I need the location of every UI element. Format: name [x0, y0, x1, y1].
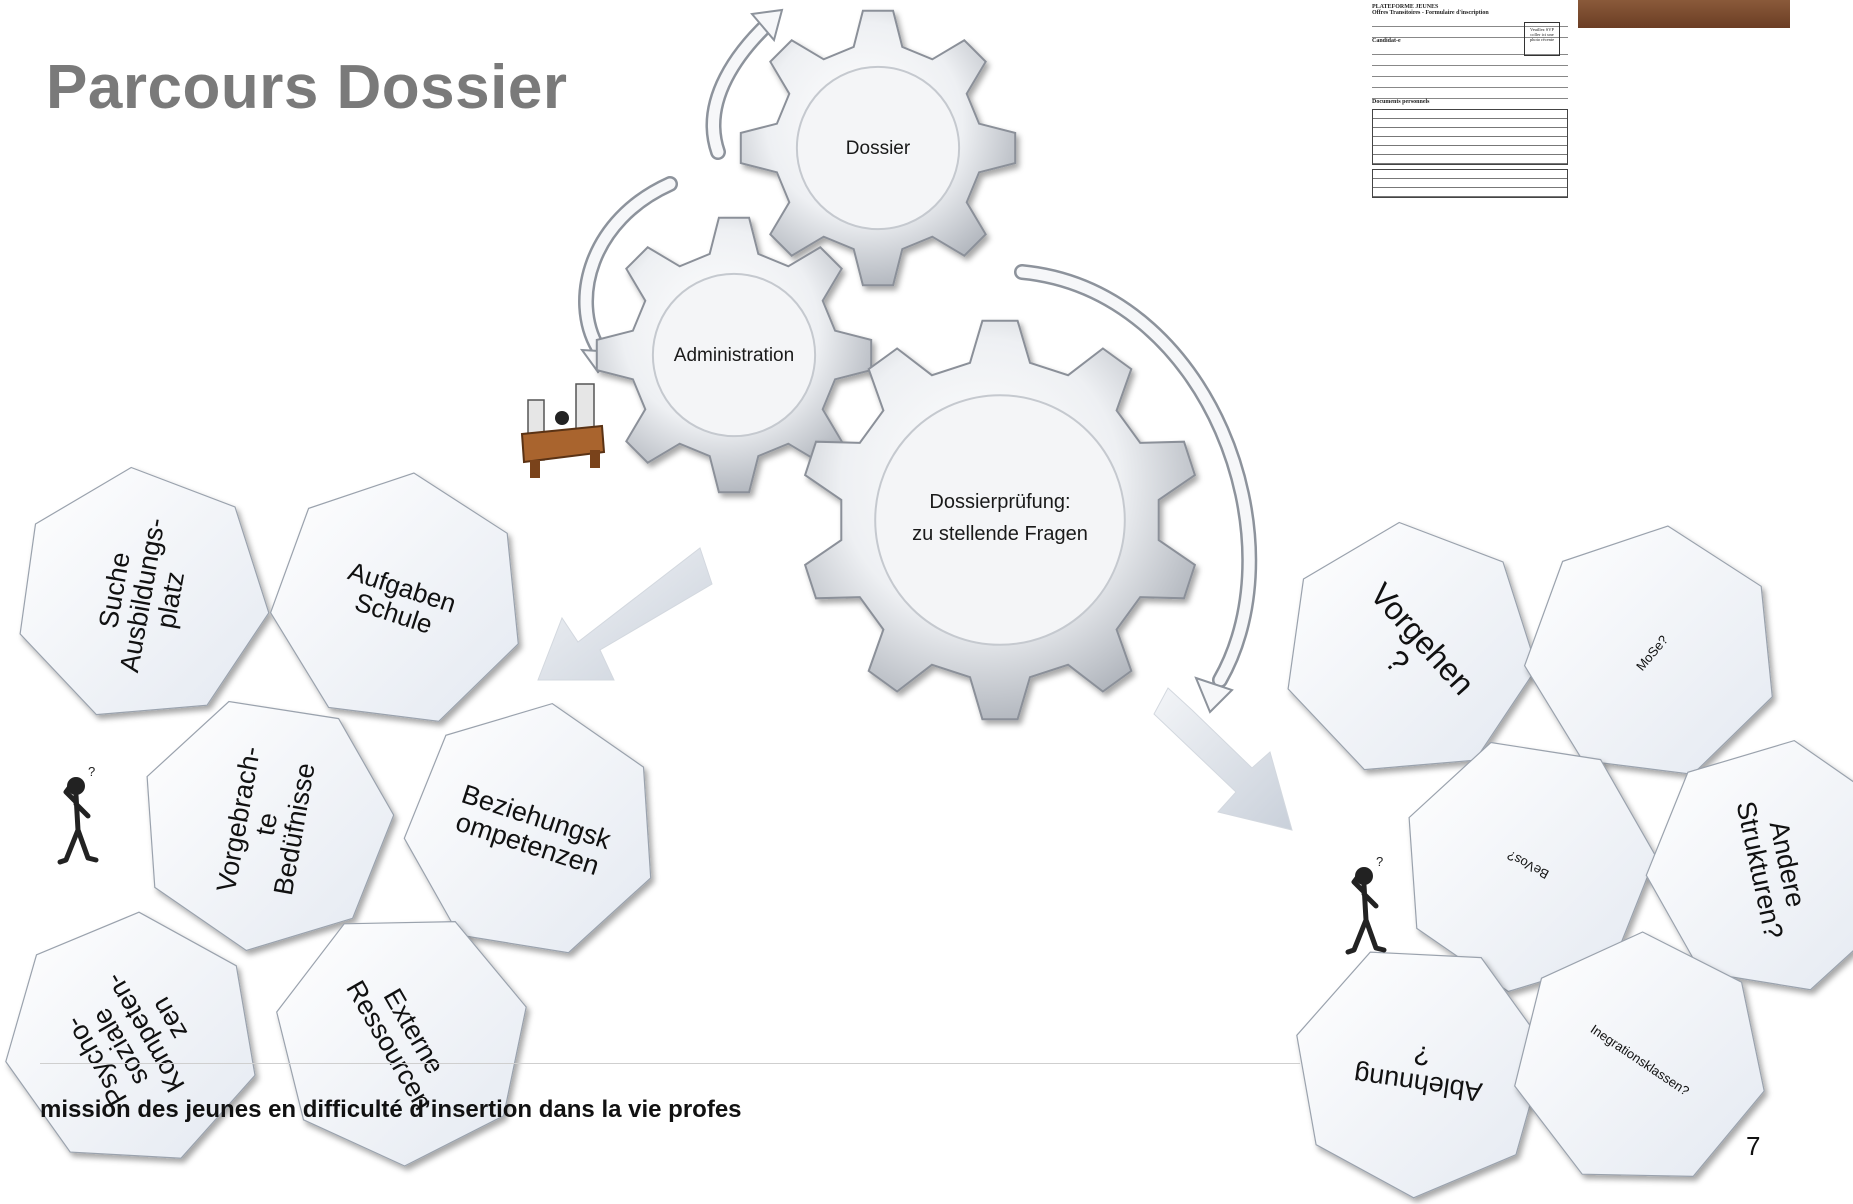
left-hexagon-5: Psycho-sozialeKompeten-zen: [5, 911, 256, 1159]
gear-label: Dossierprüfung:: [929, 491, 1070, 513]
hexagon-shape: [403, 702, 652, 954]
footer-text: mission des jeunes en difficulté d’inser…: [40, 1096, 742, 1123]
desk-leg: [590, 450, 600, 468]
question-mark-icon: ?: [88, 764, 95, 779]
right-hexagon-6: Inegrationsklassen?: [1514, 931, 1765, 1178]
gear-label-line2: zu stellende Fragen: [912, 523, 1088, 545]
form-subtitle: Offres Transitoires - Formulaire d'inscr…: [1372, 10, 1489, 16]
form-line: [1372, 28, 1568, 38]
hexagon-shape: [146, 700, 395, 952]
hexagon-shape: [1523, 525, 1773, 775]
desk-clerk-icon: [520, 383, 606, 478]
right-hexagon-4: AndereStrukturen?: [1645, 739, 1853, 991]
photo-thumbnail: [1578, 0, 1790, 28]
form-section-candidate: Candidat-e: [1372, 38, 1401, 44]
left-hexagon-3: Vorgebrach-teBedüfnisse: [146, 700, 395, 952]
hexagon-shape: [1287, 521, 1538, 771]
form-line: [1372, 45, 1568, 55]
hexagon-shape: [5, 911, 256, 1159]
block-arrow-right: [1153, 687, 1293, 831]
form-line: [1372, 17, 1568, 27]
form-grid: [1372, 109, 1568, 165]
form-line: [1372, 56, 1568, 66]
form-photo-box: Veuillez SVP coller ici une photo récent…: [1524, 22, 1560, 56]
gear-hub: [874, 394, 1126, 646]
curved-arrow-right-head: [1194, 676, 1234, 714]
gear-hub: [651, 272, 817, 438]
form-line: [1372, 67, 1568, 77]
hexagon-shape: [269, 472, 519, 722]
footer-divider: [40, 1063, 1300, 1064]
desk-top: [520, 424, 606, 464]
gear-label: Administration: [674, 345, 794, 366]
page-title: Parcours Dossier: [46, 53, 568, 122]
left-hexagon-4: Beziehungskompetenzen: [403, 702, 652, 954]
curved-arrow-right: [1016, 266, 1255, 686]
curved-arrow-left: [580, 178, 676, 354]
form-line: [1372, 89, 1568, 99]
form-header: PLATEFORME JEUNES: [1372, 4, 1439, 10]
gear-3: Dossierprüfung: zu stellende Fragen: [803, 319, 1197, 721]
clerk-head: [555, 411, 569, 425]
thinking-figure-left-icon: ?: [57, 764, 99, 865]
left-hexagon-6: ExterneRessourcen: [276, 920, 527, 1167]
hexagon-shape: [19, 466, 270, 716]
registration-form-thumbnail: PLATEFORME JEUNES Offres Transitoires - …: [1372, 4, 1568, 278]
figure-head: [1355, 867, 1373, 885]
form-section-documents: Documents personnels: [1372, 99, 1430, 105]
figure-body: [57, 781, 99, 865]
curved-arrow-top-head: [750, 8, 784, 43]
gear-1: Dossier: [739, 9, 1017, 287]
figure-head: [67, 777, 85, 795]
right-hexagon-3: BeVos?: [1408, 741, 1657, 993]
hexagon-label-line: te: [250, 810, 283, 837]
left-hexagon-1: SucheAusbildungs-platz: [19, 466, 270, 716]
desk-leg: [530, 460, 540, 478]
figure-body: [1345, 871, 1387, 955]
question-mark-icon: ?: [1376, 854, 1383, 869]
curved-arrow-top: [708, 16, 776, 158]
left-hexagon-2: AufgabenSchule: [269, 472, 519, 722]
gear-label: Dossier: [846, 138, 911, 159]
block-arrow-left: [537, 547, 713, 681]
hexagon-shape: [276, 920, 527, 1167]
page-number: 7: [1746, 1131, 1761, 1161]
form-grid: [1372, 169, 1568, 198]
form-line: [1372, 78, 1568, 88]
hexagon-shape: [1296, 951, 1547, 1199]
right-hexagon-1: Vorgehen?: [1287, 521, 1538, 771]
gear-hub: [795, 65, 961, 231]
gear-2: Administration: [595, 216, 873, 494]
hexagon-shape: [1514, 931, 1765, 1178]
hexagon-shape: [1645, 739, 1853, 991]
thinking-figure-right-icon: ?: [1345, 854, 1387, 955]
right-hexagon-2: MoSe?: [1523, 525, 1773, 775]
right-hexagon-5: Ablehnung?: [1296, 951, 1547, 1199]
hexagon-label-line: ?: [1413, 1040, 1432, 1072]
